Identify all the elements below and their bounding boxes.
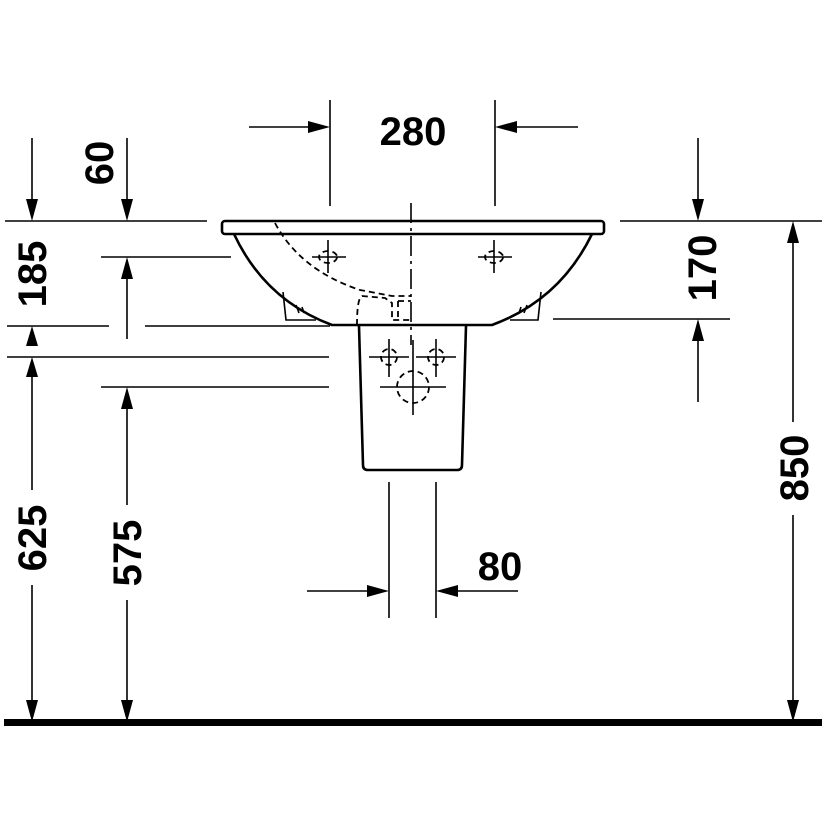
dimension-label-60: 60 <box>78 141 122 186</box>
floor-line <box>4 719 822 726</box>
dimension-label-850: 850 <box>773 435 817 502</box>
dimension-label-575: 575 <box>106 520 150 587</box>
tap-hole-right <box>478 240 512 273</box>
dimension-170: 170 <box>681 138 725 402</box>
extension-lines <box>5 100 822 618</box>
dimension-60: 60 <box>26 138 133 221</box>
dimension-80: 80 <box>307 545 522 597</box>
dimension-label-280: 280 <box>380 110 447 154</box>
dimension-575: 575 <box>106 387 150 722</box>
dimension-625: 625 <box>11 326 55 722</box>
semi-pedestal <box>357 325 468 472</box>
dimension-label-625: 625 <box>11 505 55 572</box>
dimension-label-185: 185 <box>11 241 55 308</box>
dimension-850: 850 <box>773 221 817 722</box>
basin <box>220 203 606 345</box>
dimension-label-80: 80 <box>478 545 523 589</box>
tap-hole-left <box>312 240 346 273</box>
dimension-280: 280 <box>249 110 578 154</box>
dimension-label-170: 170 <box>681 235 725 302</box>
dimension-185: 185 <box>11 241 133 339</box>
